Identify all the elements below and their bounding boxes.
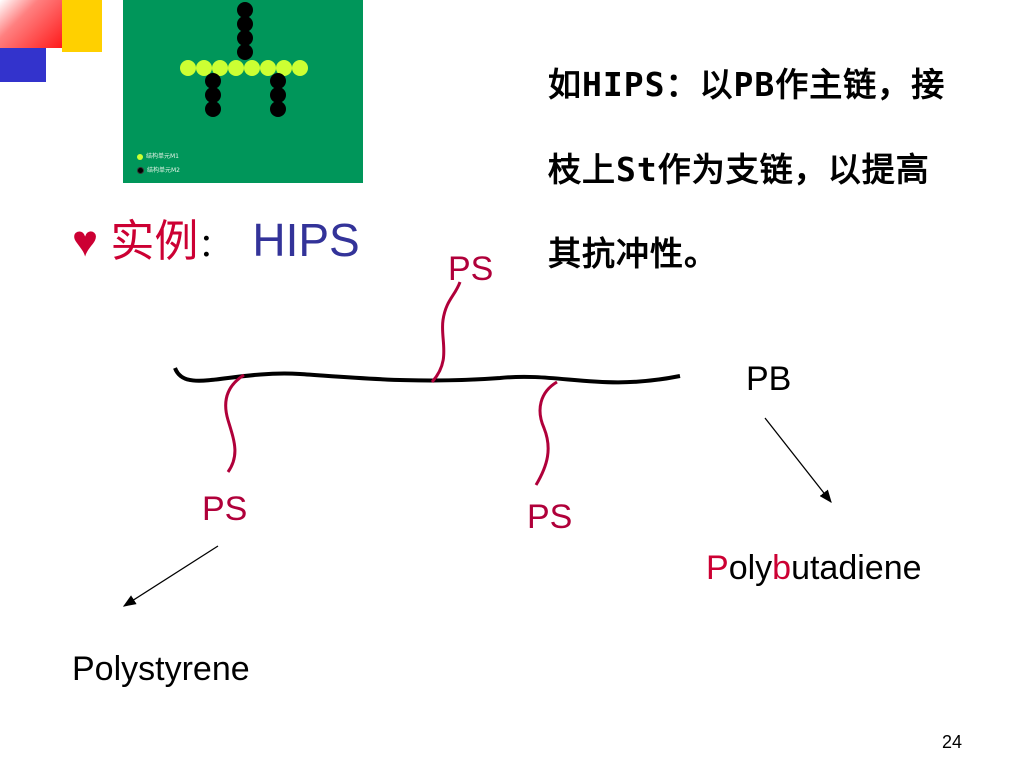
main-text-line-2: 枝上St作为支链，以提高 [548, 150, 930, 189]
ps-label-top: PS [448, 250, 494, 288]
graft-copolymer-image: 结构单元M1 结构单元M2 [123, 0, 363, 183]
example-colon: ： [198, 226, 231, 264]
legend-label-m2: 结构单元M2 [147, 167, 180, 174]
m2-unit [237, 2, 253, 18]
m2-unit [205, 101, 221, 117]
corner-decoration-yellow [62, 0, 102, 52]
main-text-line-1: 如HIPS：以PB作主链，接 [548, 65, 946, 104]
legend-dot-m1 [137, 153, 143, 160]
heart-bullet-icon: ♥ [72, 217, 99, 266]
ps-branch-left [224, 373, 245, 473]
m1-unit [228, 60, 244, 76]
m2-unit [270, 87, 286, 103]
ps-label-right: PS [527, 498, 573, 536]
page-number: 24 [941, 732, 962, 752]
m1-unit [244, 60, 260, 76]
m1-unit [292, 60, 308, 76]
m1-unit [260, 60, 276, 76]
example-value: HIPS [252, 214, 360, 266]
m2-unit [237, 44, 253, 60]
polybutadiene-part-rest: utadiene [791, 549, 922, 587]
m2-unit [270, 101, 286, 117]
m1-unit [276, 60, 292, 76]
polybutadiene-initial-b: b [772, 549, 792, 587]
legend-item-m1: 结构单元M1 [137, 153, 179, 161]
m2-unit [270, 73, 286, 89]
arrow-to-polystyrene [122, 545, 219, 607]
ps-branch-top [430, 281, 462, 384]
example-heading: ♥ 实例： HIPS [72, 205, 360, 269]
m2-unit [237, 30, 253, 46]
main-text-line-3: 其抗冲性。 [548, 234, 718, 273]
polybutadiene-initial-p: P [706, 549, 729, 587]
legend-item-m2: 结构单元M2 [137, 167, 180, 175]
m1-unit [180, 60, 196, 76]
legend-label-m1: 结构单元M1 [146, 153, 179, 160]
m1-unit [196, 60, 212, 76]
pb-backbone-line [173, 367, 681, 385]
corner-decoration-blue [0, 48, 46, 82]
example-word: 实例 [110, 216, 199, 267]
arrow-to-polybutadiene [764, 417, 832, 504]
m1-unit [212, 60, 228, 76]
pb-label: PB [746, 360, 792, 398]
m2-unit [205, 73, 221, 89]
polybutadiene-label: Polybutadiene [706, 549, 922, 588]
ps-label-left: PS [202, 490, 248, 528]
ps-branch-right [534, 380, 558, 486]
graft-structure-drawing [180, 2, 308, 117]
legend-dot-m2 [137, 167, 144, 174]
m2-unit [205, 87, 221, 103]
m2-unit [237, 16, 253, 32]
polybutadiene-part-oly: oly [728, 549, 773, 587]
corner-decoration-red [0, 0, 62, 48]
polystyrene-label: Polystyrene [72, 650, 250, 688]
